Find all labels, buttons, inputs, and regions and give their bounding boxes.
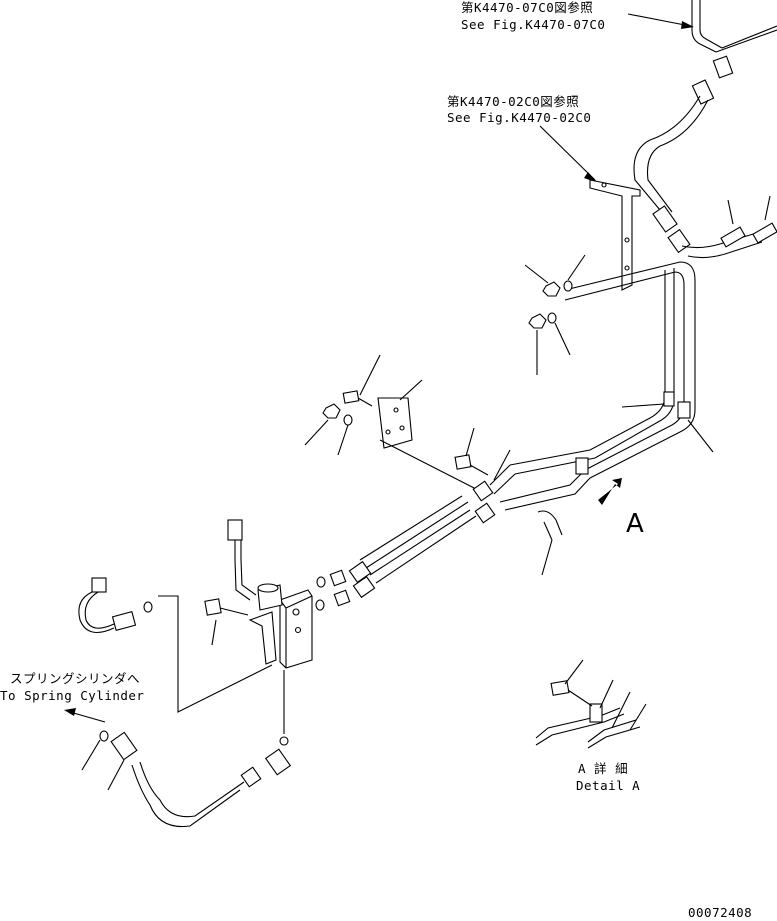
fitting-top [712,55,734,79]
clamp-b [677,401,691,419]
ref-mid-en: See Fig.K4470-02C0 [447,110,591,125]
detail-a-en: Detail A [576,778,640,793]
bolt-clamp [454,427,511,481]
lower-hose [81,730,292,828]
wire-harness [78,577,273,713]
detail-a-jp: A 詳 細 [578,761,628,776]
elbow-fitting-2 [264,748,292,776]
fitting-lower-2 [667,228,691,254]
view-a-arrow [598,478,622,505]
hose-end-2 [474,502,496,524]
solenoid-valve [204,519,313,746]
clamp-a [575,457,589,475]
detail-a-view [535,659,647,749]
u-bolt [537,510,563,576]
hose-set [315,480,496,611]
drawing-id: 00072408 [688,905,752,920]
view-letter-a: A [626,509,644,539]
leaders-right [621,403,714,453]
plug-2 [752,222,777,244]
ref-top-leader [627,13,694,29]
bracket [589,179,641,291]
ref-mid-leader [539,125,598,183]
fitting-upper [691,79,715,105]
wire-connector [91,577,107,593]
fitting-lower [652,205,678,233]
ref-top-jp: 第K4470-07C0図参照 [461,0,593,15]
hose-end-4 [352,575,376,599]
hose-end-1 [472,480,494,502]
plug-1 [720,226,746,248]
spring-cylinder-en: To Spring Cylinder [0,688,144,703]
nut-washer-set [524,254,586,375]
plate-bracket [304,354,479,491]
upper-piping [633,0,777,259]
middle-piping [489,261,696,511]
hose-end-3 [348,560,372,584]
elbow-fitting [110,731,138,761]
spring-cylinder-arrow [64,708,106,723]
ref-top-en: See Fig.K4470-07C0 [461,17,605,32]
ref-mid-jp: 第K4470-02C0図参照 [447,94,579,109]
wire-plug [111,610,137,632]
connector-plug [227,519,243,541]
spring-cylinder-jp: スプリングシリンダへ [10,671,140,686]
clamp-c [663,391,675,407]
